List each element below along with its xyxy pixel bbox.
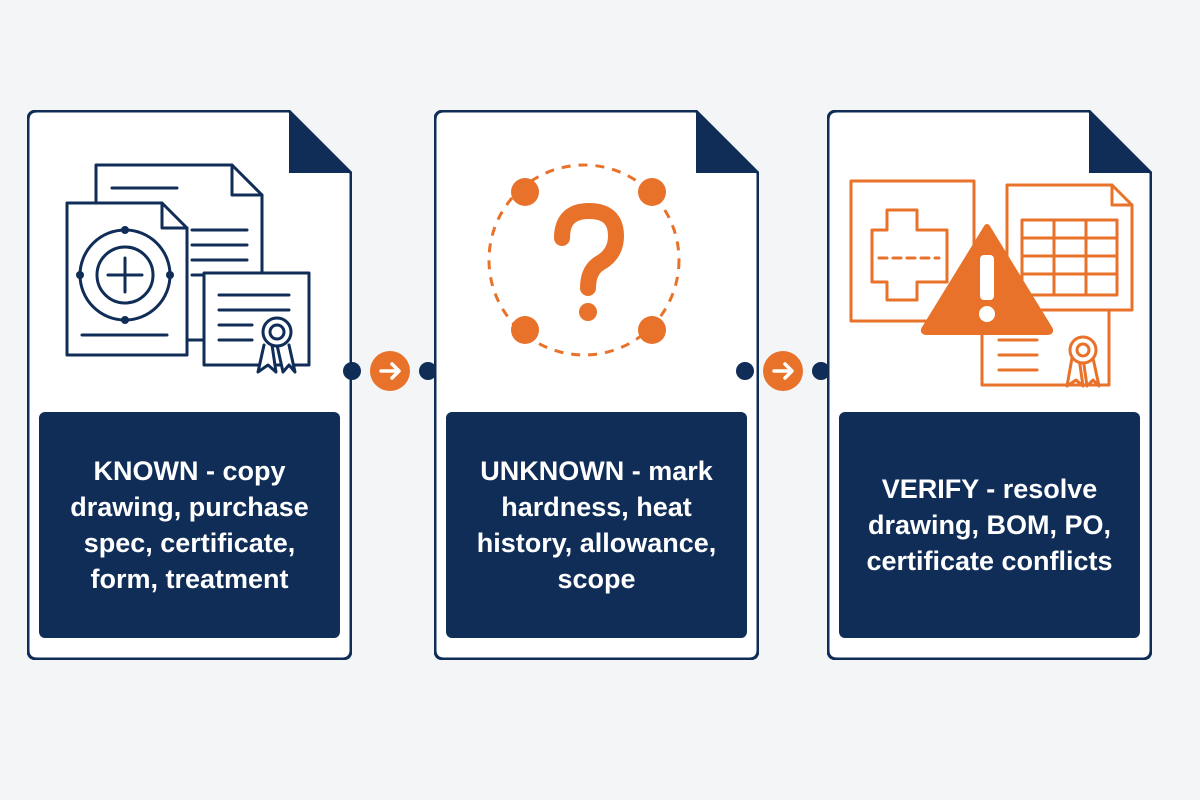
- unknown-card: UNKNOWN - mark hardness, heat history, a…: [434, 110, 759, 660]
- unknown-label: UNKNOWN - mark hardness, heat history, a…: [446, 412, 747, 638]
- connector-dot-right: [419, 362, 437, 380]
- known-label: KNOWN - copy drawing, purchase spec, cer…: [39, 412, 340, 638]
- document-stack-with-certificate-icon: [65, 163, 311, 374]
- question-mark-icon: [487, 163, 681, 357]
- connector-arrow-2: [736, 351, 830, 391]
- verify-label: VERIFY - resolve drawing, BOM, PO, certi…: [839, 412, 1140, 638]
- known-card: KNOWN - copy drawing, purchase spec, cer…: [27, 110, 352, 660]
- verify-card: VERIFY - resolve drawing, BOM, PO, certi…: [827, 110, 1152, 660]
- connector-dot-right: [812, 362, 830, 380]
- connector-arrow-1: [343, 351, 437, 391]
- connector-dot-left: [343, 362, 361, 380]
- warning-documents-icon: [849, 179, 1134, 388]
- connector-dot-left: [736, 362, 754, 380]
